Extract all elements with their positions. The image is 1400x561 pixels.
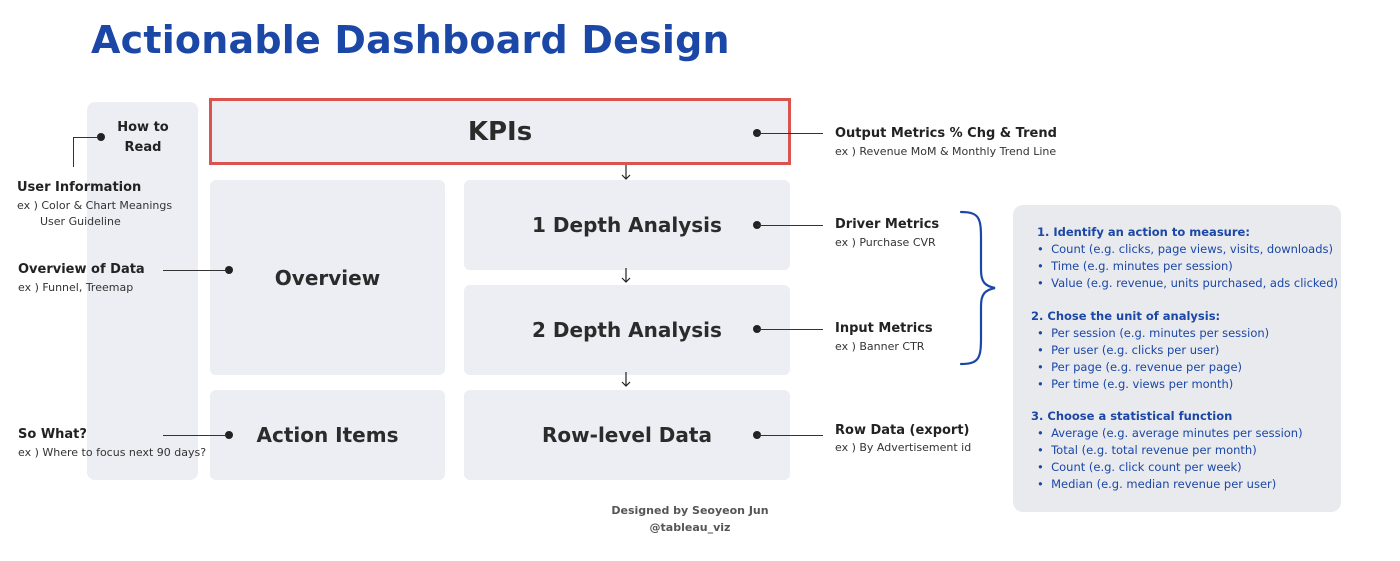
user-info-ex1: ex ) Color & Chart Meanings: [17, 199, 173, 212]
connector-line: [163, 435, 227, 436]
section-3-item: • Average (e.g. average minutes per sess…: [1037, 426, 1303, 440]
section-3-item: • Count (e.g. click count per week): [1037, 460, 1242, 474]
connector-line: [757, 133, 823, 134]
how-to-read-heading: How to Read: [96, 118, 190, 158]
output-metrics-title: Output Metrics % Chg & Trend: [835, 126, 1057, 141]
depth2-box: 2 Depth Analysis: [464, 285, 790, 375]
section-2-heading: 2. Chose the unit of analysis:: [1031, 309, 1221, 323]
curly-brace-icon: [955, 208, 1000, 372]
connector-line: [757, 225, 823, 226]
how-to-read-dot: [97, 133, 105, 141]
connector-line: [757, 435, 823, 436]
connector-line: [73, 137, 74, 167]
page-title: Actionable Dashboard Design: [91, 18, 730, 62]
how-to-read-panel: [87, 102, 198, 480]
driver-metrics-ex: ex ) Purchase CVR: [835, 236, 936, 249]
overview-of-data-title: Overview of Data: [18, 262, 145, 277]
connector-line: [73, 137, 99, 138]
connector-line: [163, 270, 227, 271]
depth1-label: 1 Depth Analysis: [532, 213, 722, 237]
section-2-item: • Per page (e.g. revenue per page): [1037, 360, 1243, 374]
section-1-item: • Time (e.g. minutes per session): [1037, 259, 1233, 273]
so-what-title: So What?: [18, 427, 87, 442]
credit-handle: @tableau_viz: [649, 521, 731, 534]
depth1-box: 1 Depth Analysis: [464, 180, 790, 270]
row-level-label: Row-level Data: [542, 423, 712, 447]
kpis-label: KPIs: [467, 116, 533, 147]
so-what-ex: ex ) Where to focus next 90 days?: [18, 446, 207, 459]
action-items-label: Action Items: [256, 423, 399, 447]
arrow-down-icon: [620, 372, 632, 391]
row-level-box: Row-level Data: [464, 390, 790, 480]
arrow-down-icon: [620, 165, 632, 184]
section-2-item: • Per user (e.g. clicks per user): [1037, 343, 1220, 357]
section-1-heading: 1. Identify an action to measure:: [1037, 225, 1250, 239]
row-data-ex: ex ) By Advertisement id: [835, 441, 972, 454]
row-data-title: Row Data (export): [835, 423, 970, 438]
metrics-guide-card: 1. Identify an action to measure: • Coun…: [1013, 205, 1341, 512]
how-to-read-line1: How to: [117, 120, 169, 135]
user-info-title: User Information: [17, 180, 142, 195]
depth2-label: 2 Depth Analysis: [532, 318, 722, 342]
credit-author: Designed by Seoyeon Jun: [611, 504, 769, 517]
section-1-item: • Value (e.g. revenue, units purchased, …: [1037, 276, 1339, 290]
section-3-item: • Total (e.g. total revenue per month): [1037, 443, 1257, 457]
arrow-down-icon: [620, 268, 632, 287]
action-items-dot: [225, 431, 233, 439]
overview-dot: [225, 266, 233, 274]
user-info-ex2: User Guideline: [40, 215, 121, 228]
section-3-heading: 3. Choose a statistical function: [1031, 409, 1233, 423]
section-2-item: • Per session (e.g. minutes per session): [1037, 326, 1270, 340]
input-metrics-title: Input Metrics: [835, 321, 933, 336]
action-items-box: Action Items: [210, 390, 445, 480]
overview-label: Overview: [274, 265, 381, 290]
output-metrics-ex: ex ) Revenue MoM & Monthly Trend Line: [835, 145, 1057, 158]
overview-box: Overview: [210, 180, 445, 375]
overview-of-data-ex: ex ) Funnel, Treemap: [18, 281, 134, 294]
kpis-box: KPIs: [209, 98, 791, 165]
section-1-item: • Count (e.g. clicks, page views, visits…: [1037, 242, 1333, 256]
input-metrics-ex: ex ) Banner CTR: [835, 340, 925, 353]
connector-line: [757, 329, 823, 330]
driver-metrics-title: Driver Metrics: [835, 217, 940, 232]
section-2-item: • Per time (e.g. views per month): [1037, 377, 1234, 391]
how-to-read-line2: Read: [124, 140, 162, 155]
section-3-item: • Median (e.g. median revenue per user): [1037, 477, 1277, 491]
